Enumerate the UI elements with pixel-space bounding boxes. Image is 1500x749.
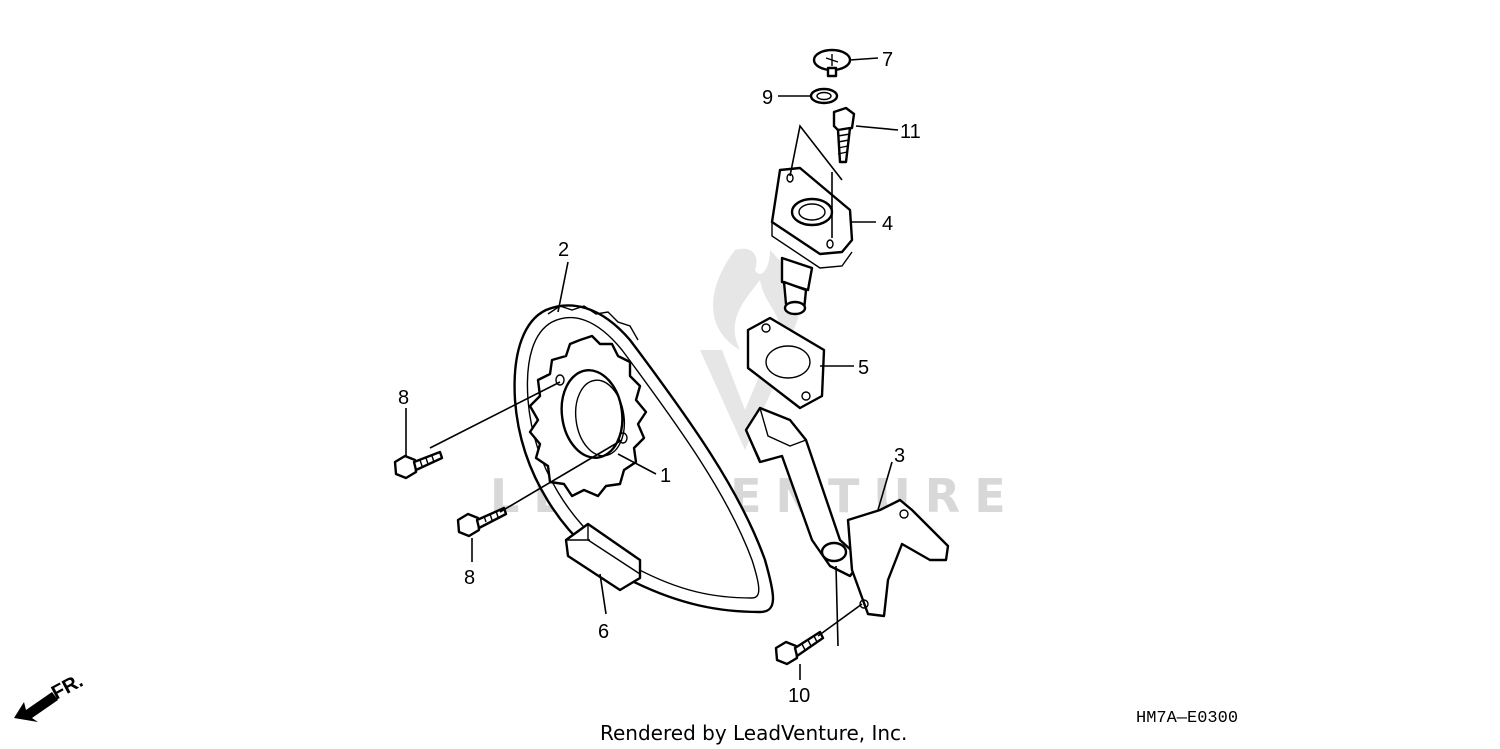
callout-11: 11: [900, 121, 921, 143]
leader-lines: [405, 57, 899, 680]
diagram-code: HM7A—E0300: [1136, 709, 1238, 728]
bolt-8-upper[interactable]: [393, 450, 444, 480]
bolt-10[interactable]: [774, 630, 825, 666]
gasket[interactable]: [746, 316, 826, 410]
sealing-bolt[interactable]: [812, 48, 852, 78]
tensioner-lifter[interactable]: [770, 166, 854, 316]
front-arrow-icon: [14, 692, 58, 722]
callout-1: 1: [660, 465, 671, 487]
credit-text: Rendered by LeadVenture, Inc.: [600, 721, 907, 745]
bolt-8-lower[interactable]: [456, 506, 508, 538]
callouts: 1 2 3 4 5 6 7 8 8 9 10 11: [398, 49, 921, 707]
chain-guide-block[interactable]: [564, 522, 642, 592]
front-indicator: FR.: [14, 670, 87, 722]
callout-2: 2: [558, 239, 569, 261]
washer[interactable]: [809, 87, 839, 105]
callout-9: 9: [762, 87, 773, 109]
callout-10: 10: [788, 685, 810, 707]
bolt-11[interactable]: [832, 106, 856, 164]
callout-8-lower: 8: [464, 567, 475, 589]
tensioner-arm[interactable]: [744, 406, 950, 618]
callout-4: 4: [882, 213, 893, 235]
callout-7: 7: [882, 49, 893, 71]
callout-8-upper: 8: [398, 387, 409, 409]
cam-sprocket[interactable]: [528, 334, 648, 498]
callout-5: 5: [858, 357, 869, 379]
callout-6: 6: [598, 621, 609, 643]
callout-3: 3: [894, 445, 905, 467]
